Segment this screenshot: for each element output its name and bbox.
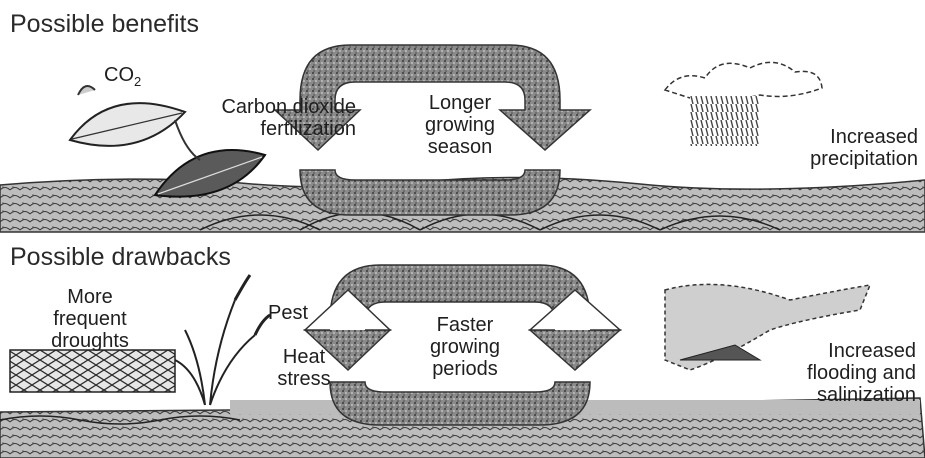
wheat-plant-icon bbox=[175, 275, 270, 405]
flooding-label: Increased flooding and salinization bbox=[740, 340, 916, 406]
faster-periods-label: Faster growing periods bbox=[400, 314, 530, 380]
precipitation-label: Increased precipitation bbox=[760, 126, 918, 170]
longer-season-label: Longer growing season bbox=[395, 92, 525, 158]
precip-line2: precipitation bbox=[760, 148, 918, 170]
flood-line3: salinization bbox=[740, 384, 916, 406]
co2-label: CO2 bbox=[104, 64, 141, 93]
co2-subscript: 2 bbox=[134, 74, 141, 89]
co2-main: CO bbox=[104, 64, 134, 86]
faster-line3: periods bbox=[400, 358, 530, 380]
cracked-soil bbox=[10, 350, 175, 392]
flood-line1: Increased bbox=[740, 340, 916, 362]
co2-fertilization-label: Carbon dioxide fertilization bbox=[178, 96, 356, 140]
faster-line2: growing bbox=[400, 336, 530, 358]
droughts-line2: frequent bbox=[10, 308, 170, 330]
benefits-heading: Possible benefits bbox=[10, 10, 199, 38]
co2-fert-line2: fertilization bbox=[178, 118, 356, 140]
precip-line1: Increased bbox=[760, 126, 918, 148]
heat-line1: Heat bbox=[268, 346, 340, 368]
droughts-line1: More bbox=[10, 286, 170, 308]
heat-stress-label: Heat stress bbox=[268, 346, 340, 390]
droughts-label: More frequent droughts bbox=[10, 286, 170, 352]
heat-line2: stress bbox=[268, 368, 340, 390]
season-line2: growing bbox=[395, 114, 525, 136]
season-line3: season bbox=[395, 136, 525, 158]
drawbacks-heading: Possible drawbacks bbox=[10, 243, 231, 271]
season-line1: Longer bbox=[395, 92, 525, 114]
pest-label: Pest bbox=[268, 302, 308, 324]
flood-line2: flooding and bbox=[740, 362, 916, 384]
droughts-line3: droughts bbox=[10, 330, 170, 352]
faster-line1: Faster bbox=[400, 314, 530, 336]
co2-fert-line1: Carbon dioxide bbox=[178, 96, 356, 118]
